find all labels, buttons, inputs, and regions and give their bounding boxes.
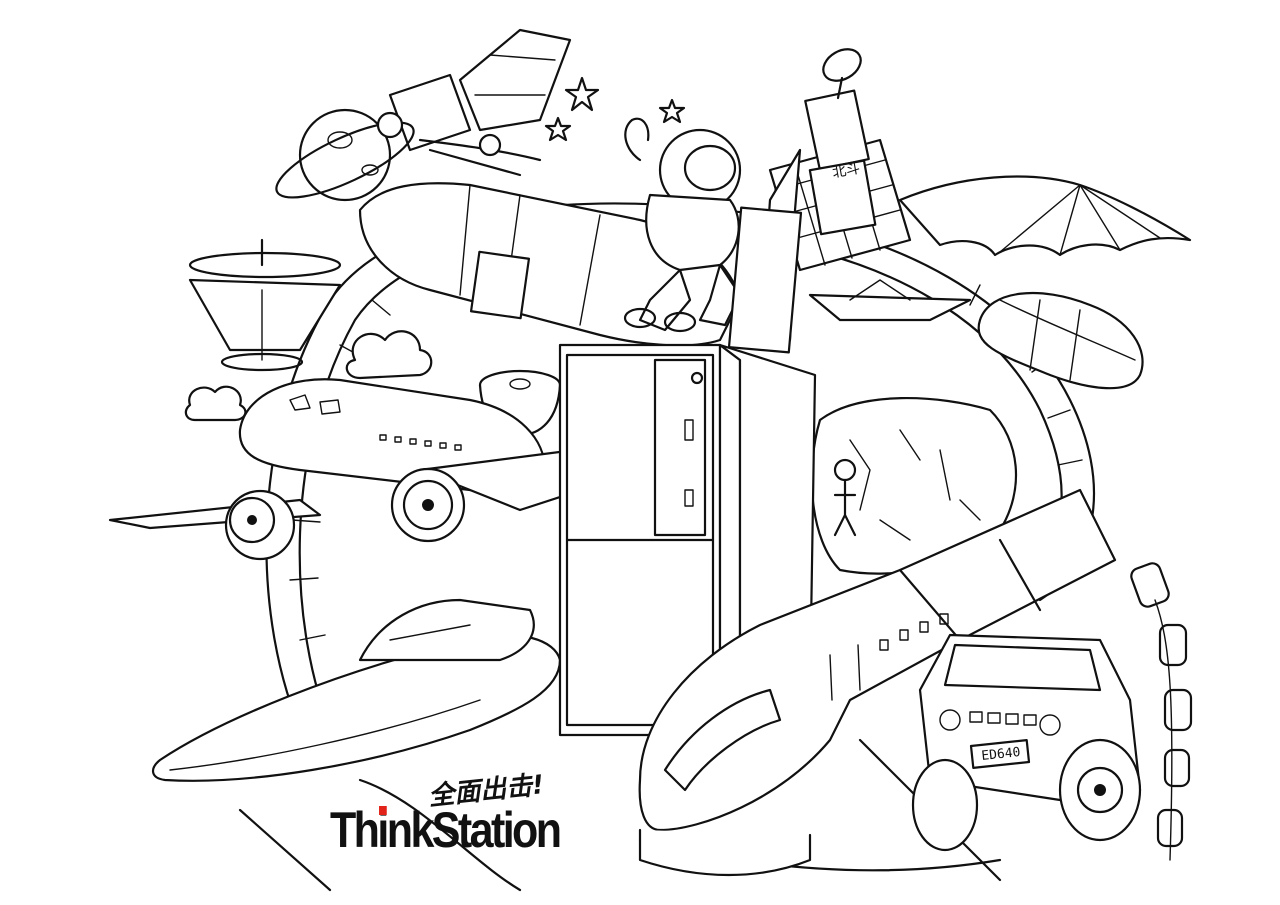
suv-icon bbox=[911, 633, 1142, 852]
cloud-icon bbox=[184, 330, 433, 422]
astronaut-icon bbox=[623, 117, 742, 333]
logo-dotted-letter: i bbox=[377, 800, 389, 860]
satellite-icon bbox=[768, 48, 912, 272]
speedboat-icon bbox=[152, 598, 562, 782]
pen-pillar bbox=[727, 148, 803, 354]
jet-icon bbox=[808, 279, 972, 322]
chain-icon bbox=[1130, 562, 1193, 861]
copter-icon bbox=[188, 238, 342, 372]
ringed-planet-icon bbox=[275, 108, 415, 202]
logo-prefix: Th bbox=[330, 802, 380, 858]
logo-suffix: nkStation bbox=[386, 802, 562, 858]
glider-icon bbox=[388, 28, 572, 177]
star-icon bbox=[544, 76, 686, 142]
red-dot-icon bbox=[378, 806, 387, 815]
bullet-train-icon bbox=[638, 488, 1117, 877]
airship-icon bbox=[977, 291, 1144, 390]
rocket-icon bbox=[358, 182, 742, 347]
bat-wing-icon bbox=[898, 175, 1192, 257]
logo-dotted-letter-text: i bbox=[377, 802, 389, 858]
